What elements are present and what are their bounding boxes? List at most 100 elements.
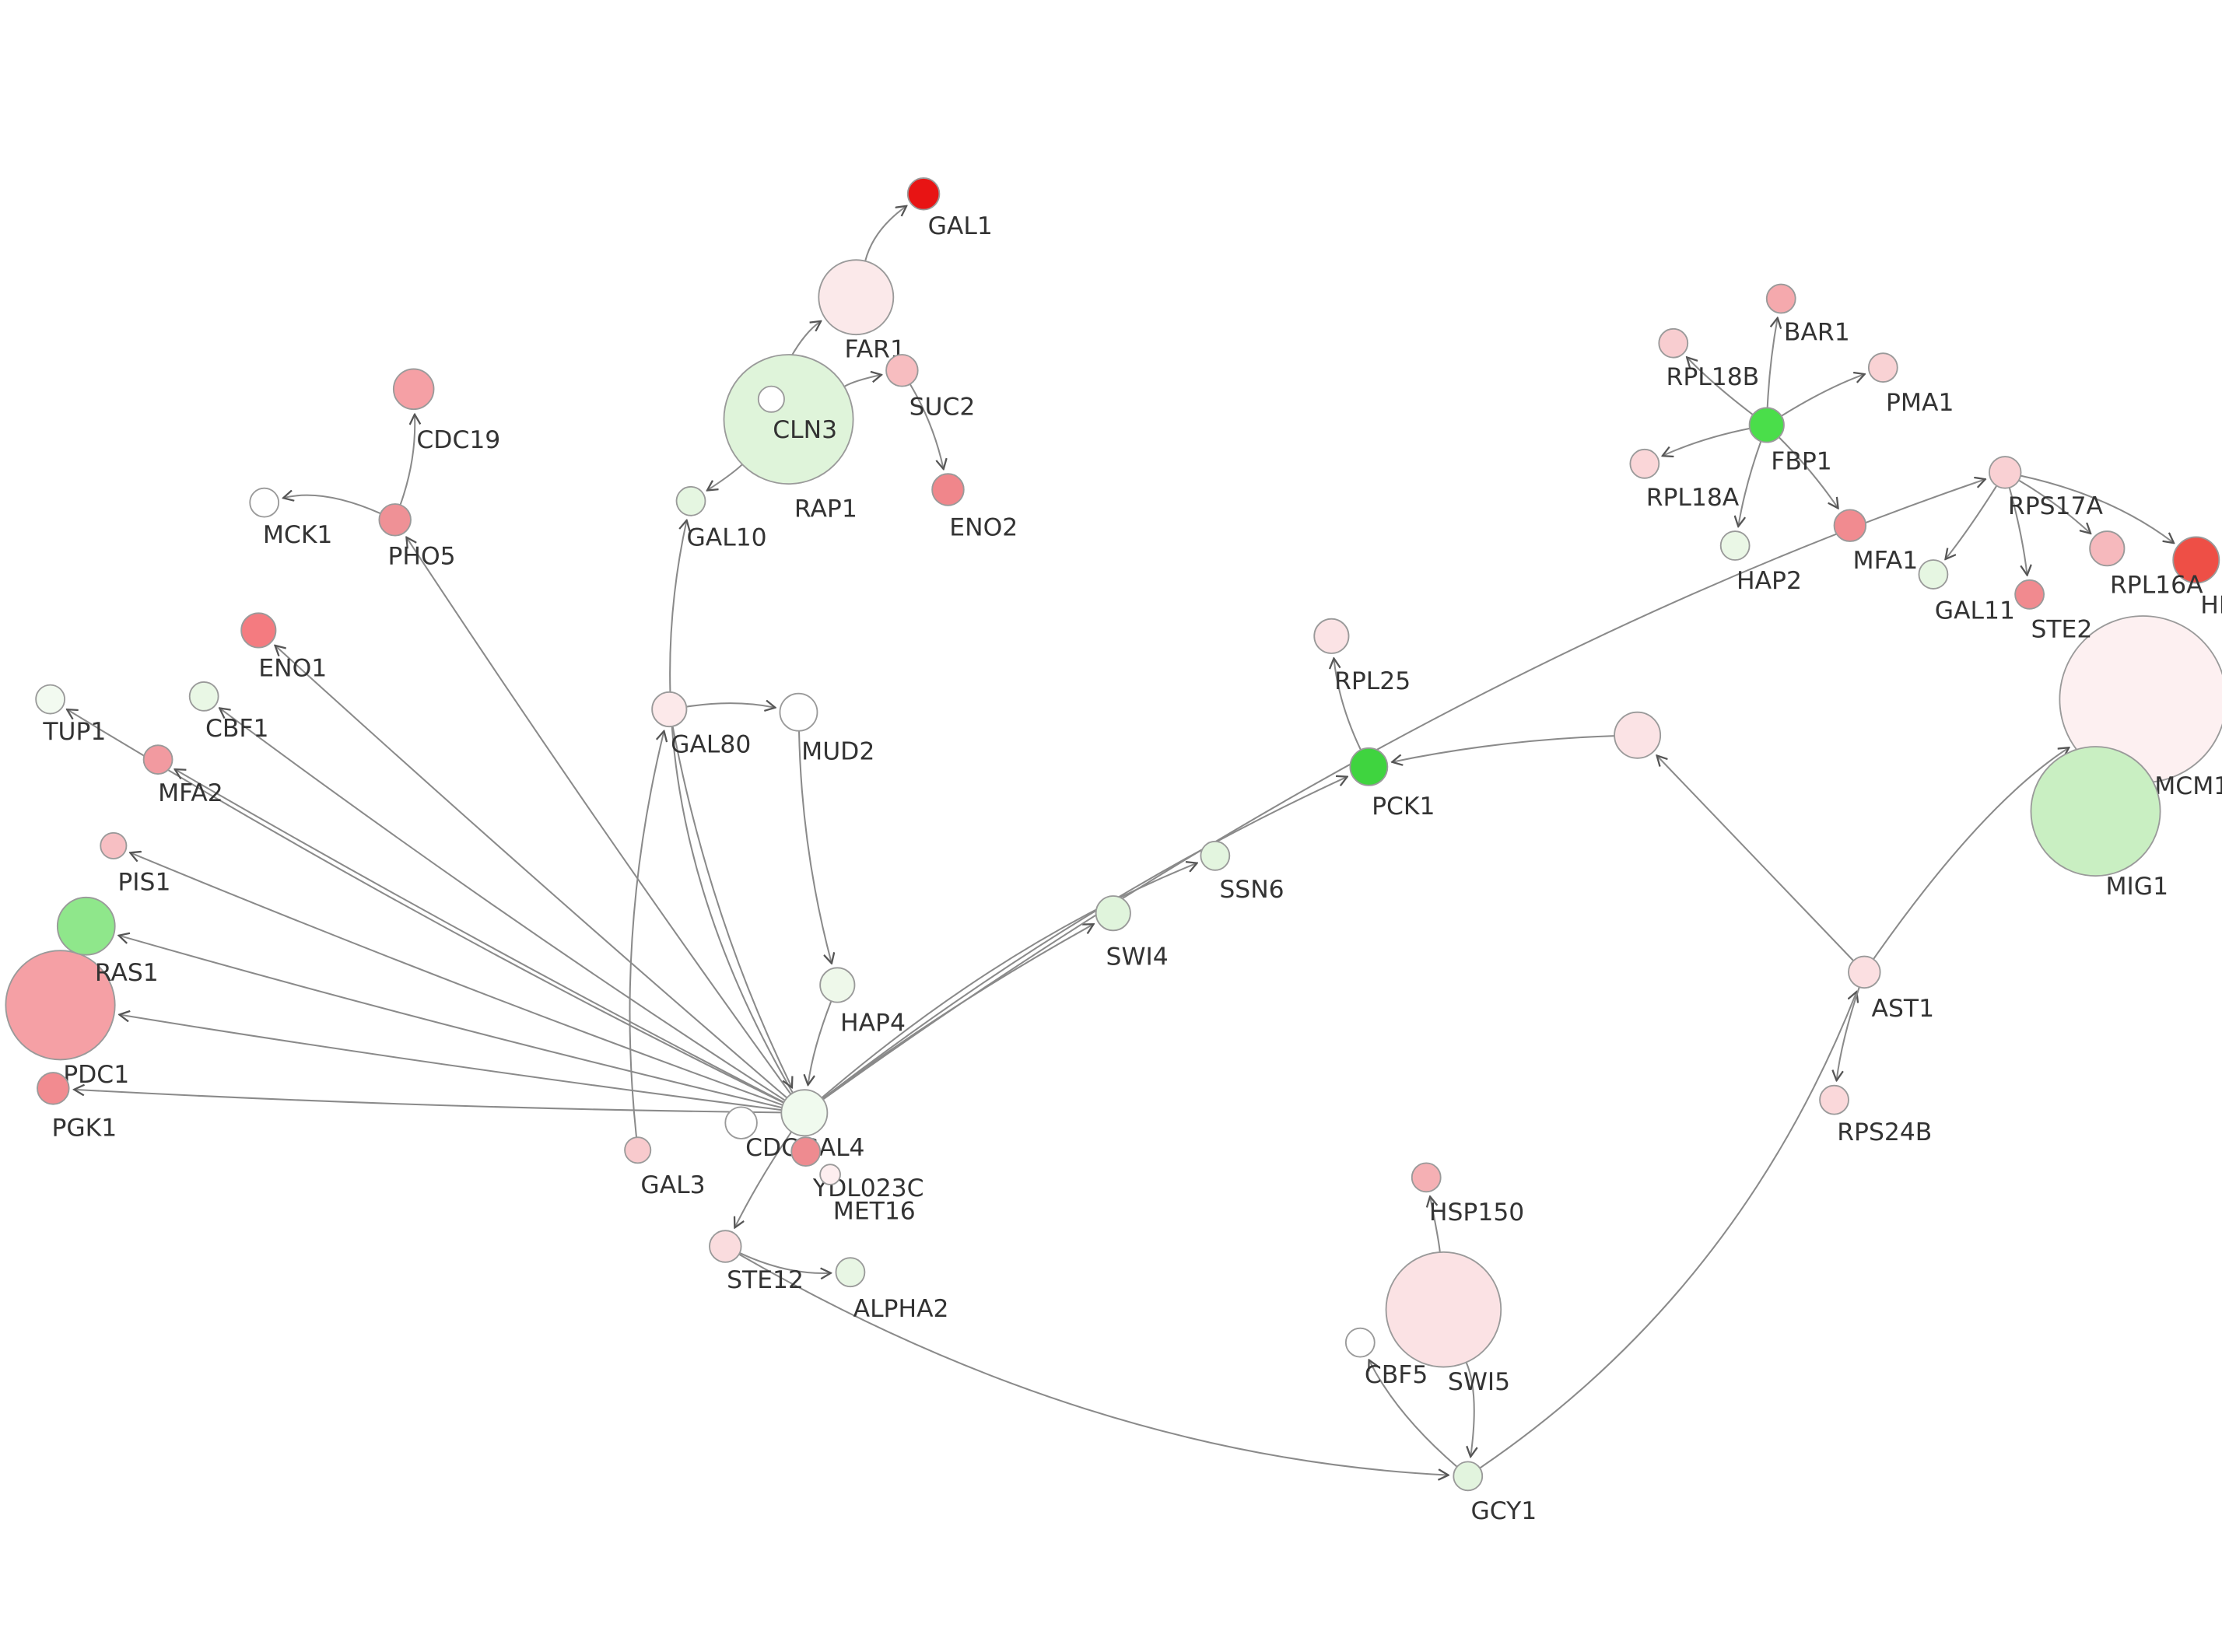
edge-PHO5-CDC19[interactable] [399,415,415,506]
node-PCK1[interactable] [1349,747,1389,786]
edge-unnamed-1-PCK1[interactable] [1393,735,1615,761]
edge-SUC2-ENO2[interactable] [909,383,944,469]
edge-RAP1-SUC2[interactable] [843,375,881,387]
node-CDC19[interactable] [392,368,435,411]
edge-AST1-RPS24B[interactable] [1837,986,1860,1080]
node-unnamed-1[interactable] [1614,711,1662,759]
node-ALPHA2[interactable] [835,1257,866,1288]
node-PMA1[interactable] [1867,352,1898,383]
edge-PCK1-RPL25[interactable] [1334,659,1362,751]
node-GAL10[interactable] [675,485,706,516]
edge-GAL80-GAL4[interactable] [671,726,792,1087]
edge-RPS17A-GAL11[interactable] [1946,485,1998,559]
node-GCY1[interactable] [1453,1461,1484,1492]
node-MET16[interactable] [819,1164,841,1185]
node-MIG1[interactable] [2030,746,2161,877]
edge-RAP1-GAL10[interactable] [708,464,743,490]
edge-GAL4-PHO5[interactable] [407,537,792,1095]
node-GAL4[interactable] [780,1089,829,1137]
edge-FBP1-RPL18A[interactable] [1663,427,1751,456]
edge-FBP1-HAP2[interactable] [1738,440,1762,526]
node-GAL3[interactable] [624,1136,652,1164]
edge-FBP1-PMA1[interactable] [1781,374,1864,417]
edge-FBP1-MFA1[interactable] [1778,436,1838,508]
node-RPL25[interactable] [1313,618,1350,654]
node-ENO2[interactable] [931,473,965,506]
node-ENO1[interactable] [240,612,277,649]
node-CLN3[interactable] [757,385,785,413]
edge-GCY1-CBF5[interactable] [1369,1360,1458,1468]
edge-GAL4-RAS1[interactable] [119,936,783,1109]
edge-GAL4-PDC1[interactable] [120,1015,782,1111]
edge-PHO5-MCK1[interactable] [284,495,381,515]
edge-GCY1-AST1[interactable] [1479,992,1856,1469]
node-YDL023C[interactable] [790,1136,822,1167]
edge-STE12-ALPHA2[interactable] [739,1252,830,1273]
node-SWI5[interactable] [1385,1251,1502,1368]
edge-RPS17A-STE2[interactable] [2008,487,2027,575]
node-PHO5[interactable] [378,503,412,537]
node-STE2[interactable] [2014,579,2045,610]
node-CDC6[interactable] [724,1106,758,1139]
edge-RPS17A-RPL16A[interactable] [2018,479,2091,534]
node-RAS1[interactable] [56,896,116,956]
node-HIS4[interactable] [2172,536,2220,584]
edge-FBP1-RPL18B[interactable] [1688,358,1754,415]
node-MFA2[interactable] [142,744,173,775]
node-SWI4[interactable] [1095,895,1131,932]
node-SSN6[interactable] [1200,840,1231,871]
edge-FBP1-BAR1[interactable] [1766,318,1778,408]
edge-FAR1-GAL1[interactable] [864,206,906,261]
edge-GAL4-STE12[interactable] [735,1131,793,1227]
node-GAL11[interactable] [1918,559,1949,590]
edge-GAL4-CBF1[interactable] [220,709,786,1101]
edge-SWI5-GCY1[interactable] [1465,1362,1474,1456]
node-SUC2[interactable] [885,354,919,387]
node-MCK1[interactable] [249,487,280,518]
node-MFA1[interactable] [1833,509,1867,542]
edge-GAL4-PIS1[interactable] [131,853,783,1106]
node-PIS1[interactable] [100,831,128,859]
edge-AST1-MCM1[interactable] [1873,748,2069,960]
edge-SWI5-HSP150[interactable] [1430,1197,1441,1253]
node-RPL16A[interactable] [2089,530,2126,567]
edge-STE12-GCY1[interactable] [738,1253,1448,1475]
edge-RPS17A-HIS4[interactable] [2020,474,2173,543]
edge-GAL4-PGK1[interactable] [75,1090,782,1114]
node-AST1[interactable] [1848,955,1881,989]
edge-GAL4-ENO1[interactable] [275,646,788,1099]
node-PDC1[interactable] [5,950,116,1061]
node-HSP150[interactable] [1411,1162,1442,1193]
edge-MUD2-HAP4[interactable] [798,730,832,963]
edge-AST1-unnamed-1[interactable] [1657,756,1855,961]
node-MUD2[interactable] [779,692,818,732]
edge-HAP4-GAL4[interactable] [808,1000,832,1084]
node-RPS24B[interactable] [1819,1084,1849,1115]
edge-GAL3-GAL80[interactable] [629,732,664,1138]
edge-GAL80-MUD2[interactable] [686,703,774,708]
edge-GAL4-RPS17A[interactable] [822,479,1985,1101]
edge-GAL4-TUP1[interactable] [68,710,784,1104]
node-HAP2[interactable] [1719,530,1751,561]
node-RPL18B[interactable] [1658,327,1689,359]
node-BAR1[interactable] [1765,283,1796,314]
node-GAL80[interactable] [651,691,688,728]
edge-GAL4-GAL10[interactable] [669,521,794,1094]
node-FBP1[interactable] [1748,407,1785,443]
node-PGK1[interactable] [37,1072,70,1105]
node-TUP1[interactable] [35,684,66,715]
edge-GAL4-PCK1[interactable] [822,777,1347,1100]
node-CBF1[interactable] [188,681,219,712]
node-RPL18A[interactable] [1629,448,1660,479]
edge-GAL4-SSN6[interactable] [821,863,1197,1099]
node-FAR1[interactable] [818,259,895,336]
node-STE12[interactable] [709,1230,742,1263]
node-CBF5[interactable] [1344,1327,1376,1358]
node-HAP4[interactable] [819,967,856,1003]
node-RAP1[interactable] [723,354,854,485]
node-RPS17A[interactable] [1988,456,2022,489]
node-GAL1[interactable] [906,177,941,211]
edge-GAL4-MFA2[interactable] [175,770,785,1104]
